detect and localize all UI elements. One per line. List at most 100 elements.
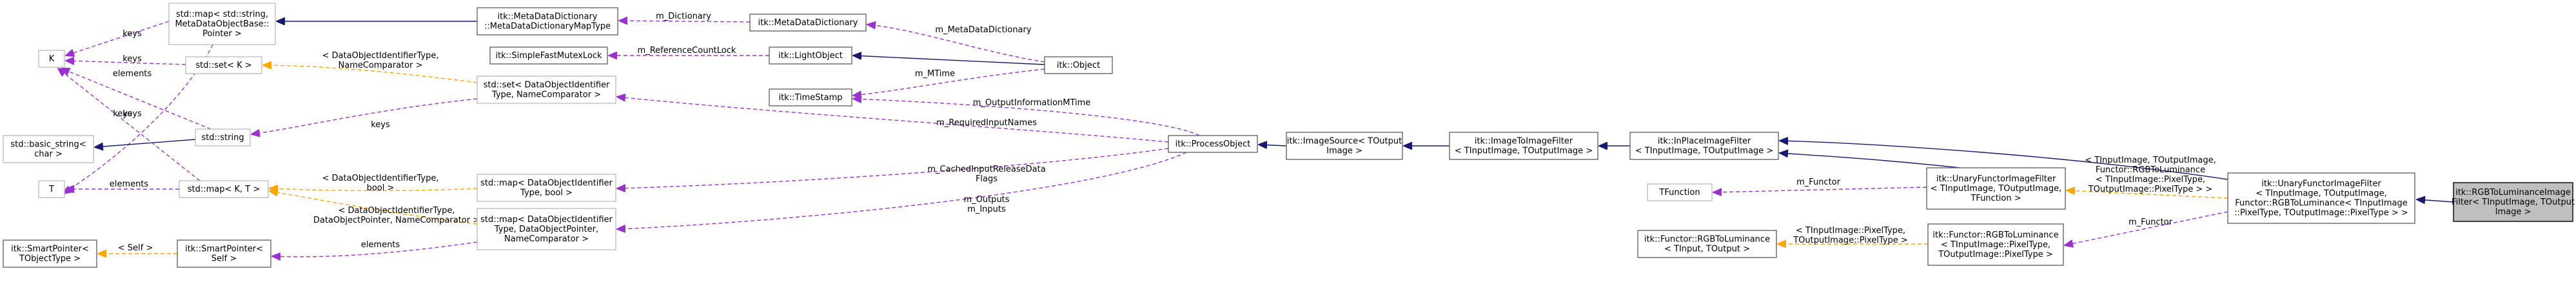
edge-label: m_MetaDataDictionary <box>935 25 1031 35</box>
class-node-map-kt[interactable]: std::map< K, T > <box>179 180 269 198</box>
node-box <box>3 135 94 163</box>
edge-template: < TInputImage::PixelType,TOutputImage::P… <box>1778 226 1928 245</box>
edge-label: Flags <box>976 174 998 184</box>
node-label: NameComparator > <box>504 234 589 244</box>
node-box <box>38 180 65 198</box>
class-node-T[interactable]: T <box>38 180 65 198</box>
class-node-set-doi[interactable]: std::set< DataObjectIdentifierType, Name… <box>477 76 616 104</box>
class-node-inplace[interactable]: itk::InPlaceImageFilter< TInputImage, TO… <box>1629 132 1779 160</box>
class-node-sp-tobj[interactable]: itk::SmartPointer<TObjectType > <box>3 239 97 268</box>
class-node-unary-t[interactable]: itk::UnaryFunctorImageFilter< TInputImag… <box>1926 167 2066 210</box>
node-label: < TInputImage::PixelType, <box>1941 240 2050 250</box>
class-node-timestamp[interactable]: itk::TimeStamp <box>769 88 852 107</box>
class-node-basic-string[interactable]: std::basic_string<char > <box>3 135 94 163</box>
node-box <box>177 239 271 268</box>
node-box <box>2453 182 2573 222</box>
node-box <box>2227 172 2415 224</box>
edge-template: < DataObjectIdentifierType,DataObjectPoi… <box>270 191 480 225</box>
node-label: Self > <box>211 254 237 264</box>
node-box <box>1629 132 1779 160</box>
edge-inheritance <box>2417 199 2454 202</box>
class-node-functor-p[interactable]: itk::Functor::RGBToLuminance< TInputImag… <box>1927 223 2064 266</box>
class-node-imgsrc[interactable]: itk::ImageSource< TOutputImage > <box>1286 132 1403 160</box>
edge-inheritance <box>1780 141 2228 180</box>
edge-label: m_OutputInformationMTime <box>973 98 1091 108</box>
node-label: Pointer > <box>202 29 242 39</box>
node-box <box>477 208 616 250</box>
edge-template: < Self > <box>98 243 177 254</box>
class-node-lightobj[interactable]: itk::LightObject <box>769 46 852 65</box>
edge-line <box>263 65 478 83</box>
class-node-tfunction[interactable]: TFunction <box>1647 183 1713 201</box>
class-node-mdd[interactable]: itk::MetaDataDictionary <box>749 14 867 32</box>
edge-line <box>270 188 478 190</box>
node-box <box>769 88 852 107</box>
class-node-sfml[interactable]: itk::SimpleFastMutexLock <box>489 46 608 65</box>
edge-line <box>617 148 1169 188</box>
node-label: char > <box>34 150 63 159</box>
edge-line <box>66 61 186 65</box>
class-node-string[interactable]: std::string <box>195 128 251 147</box>
node-label: std::set< K > <box>195 61 251 70</box>
class-node-K[interactable]: K <box>38 50 65 68</box>
edge-label: m_Functor <box>1796 178 1841 187</box>
node-box <box>477 76 616 104</box>
edge-usage: m_RequiredInputNames <box>617 97 1169 143</box>
node-label: < TInput, TOutput > <box>1664 245 1750 254</box>
node-label: std::map< DataObjectIdentifier <box>480 215 613 225</box>
edge-line <box>251 98 478 134</box>
class-node-sp-self[interactable]: itk::SmartPointer<Self > <box>177 239 271 268</box>
node-label: itk::MetaDataDictionary <box>758 18 858 28</box>
edge-label: < DataObjectIdentifierType, <box>322 174 439 183</box>
edge-line <box>617 152 1187 229</box>
edge-label: keys <box>123 29 142 39</box>
node-label: Type, NameComparator > <box>491 90 601 100</box>
node-box <box>3 239 97 268</box>
node-label: itk::Functor::RGBToLuminance <box>1644 235 1770 245</box>
node-box <box>489 46 608 65</box>
class-node-map-string[interactable]: std::map< std::string,MetaDataObjectBase… <box>168 3 276 45</box>
node-box <box>477 7 618 36</box>
node-label: itk::SmartPointer< <box>11 245 89 254</box>
node-label: itk::ProcessObject <box>1175 139 1251 149</box>
node-box <box>1168 135 1258 153</box>
node-label: TFunction <box>1658 188 1700 198</box>
class-node-mddmt[interactable]: itk::MetaDataDictionary::MetaDataDiction… <box>477 7 618 36</box>
class-node-img2img[interactable]: itk::ImageToImageFilter< TInputImage, TO… <box>1449 132 1598 160</box>
edge-line <box>2417 199 2454 202</box>
edge-label: TOutputImage::PixelType > <box>1793 236 1908 245</box>
edge-line <box>272 241 478 257</box>
class-node-set-k[interactable]: std::set< K > <box>185 56 262 74</box>
node-label: itk::InPlaceImageFilter <box>1658 137 1751 147</box>
edge-label: m_Functor <box>2129 218 2173 227</box>
class-node-unary-rgb[interactable]: itk::UnaryFunctorImageFilter< TInputImag… <box>2227 172 2415 224</box>
node-box <box>1927 223 2064 266</box>
edge-inheritance <box>1259 145 1287 146</box>
edge-label: TOutputImage::PixelType > > <box>2088 185 2213 194</box>
node-label: TObjectType > <box>19 254 81 264</box>
node-label: Type, bool > <box>520 188 573 198</box>
node-label: itk::RGBToLuminanceImage <box>2455 188 2571 198</box>
node-label: ::PixelType, TOutputImage::PixelType > > <box>2234 208 2408 218</box>
edge-line <box>619 21 751 22</box>
edge-line <box>63 44 213 194</box>
edge-line <box>853 68 1045 96</box>
node-box <box>168 3 276 45</box>
edge-label: DataObjectPointer, NameComparator > <box>313 216 480 225</box>
edge-usage: m_OutputInformationMTime <box>853 98 1200 136</box>
class-node-object[interactable]: itk::Object <box>1044 56 1113 74</box>
edge-inheritance <box>853 56 1045 65</box>
node-label: itk::LightObject <box>778 51 843 61</box>
node-label: std::map< K, T > <box>188 185 261 194</box>
class-node-functor-t[interactable]: itk::Functor::RGBToLuminance< TInput, TO… <box>1637 230 1777 258</box>
edge-usage: m_Functor <box>2065 211 2228 245</box>
node-label: < TInputImage, TOutputImage, <box>1931 184 2062 194</box>
edge-line <box>2065 211 2228 245</box>
edge-template: < TInputImage, TOutputImage,Functor::RGB… <box>2067 156 2228 199</box>
class-node-procobj[interactable]: itk::ProcessObject <box>1168 135 1258 153</box>
class-node-map-doi-ptr[interactable]: std::map< DataObjectIdentifierType, Data… <box>477 208 616 250</box>
class-node-map-doi-bool[interactable]: std::map< DataObjectIdentifierType, bool… <box>477 174 616 202</box>
